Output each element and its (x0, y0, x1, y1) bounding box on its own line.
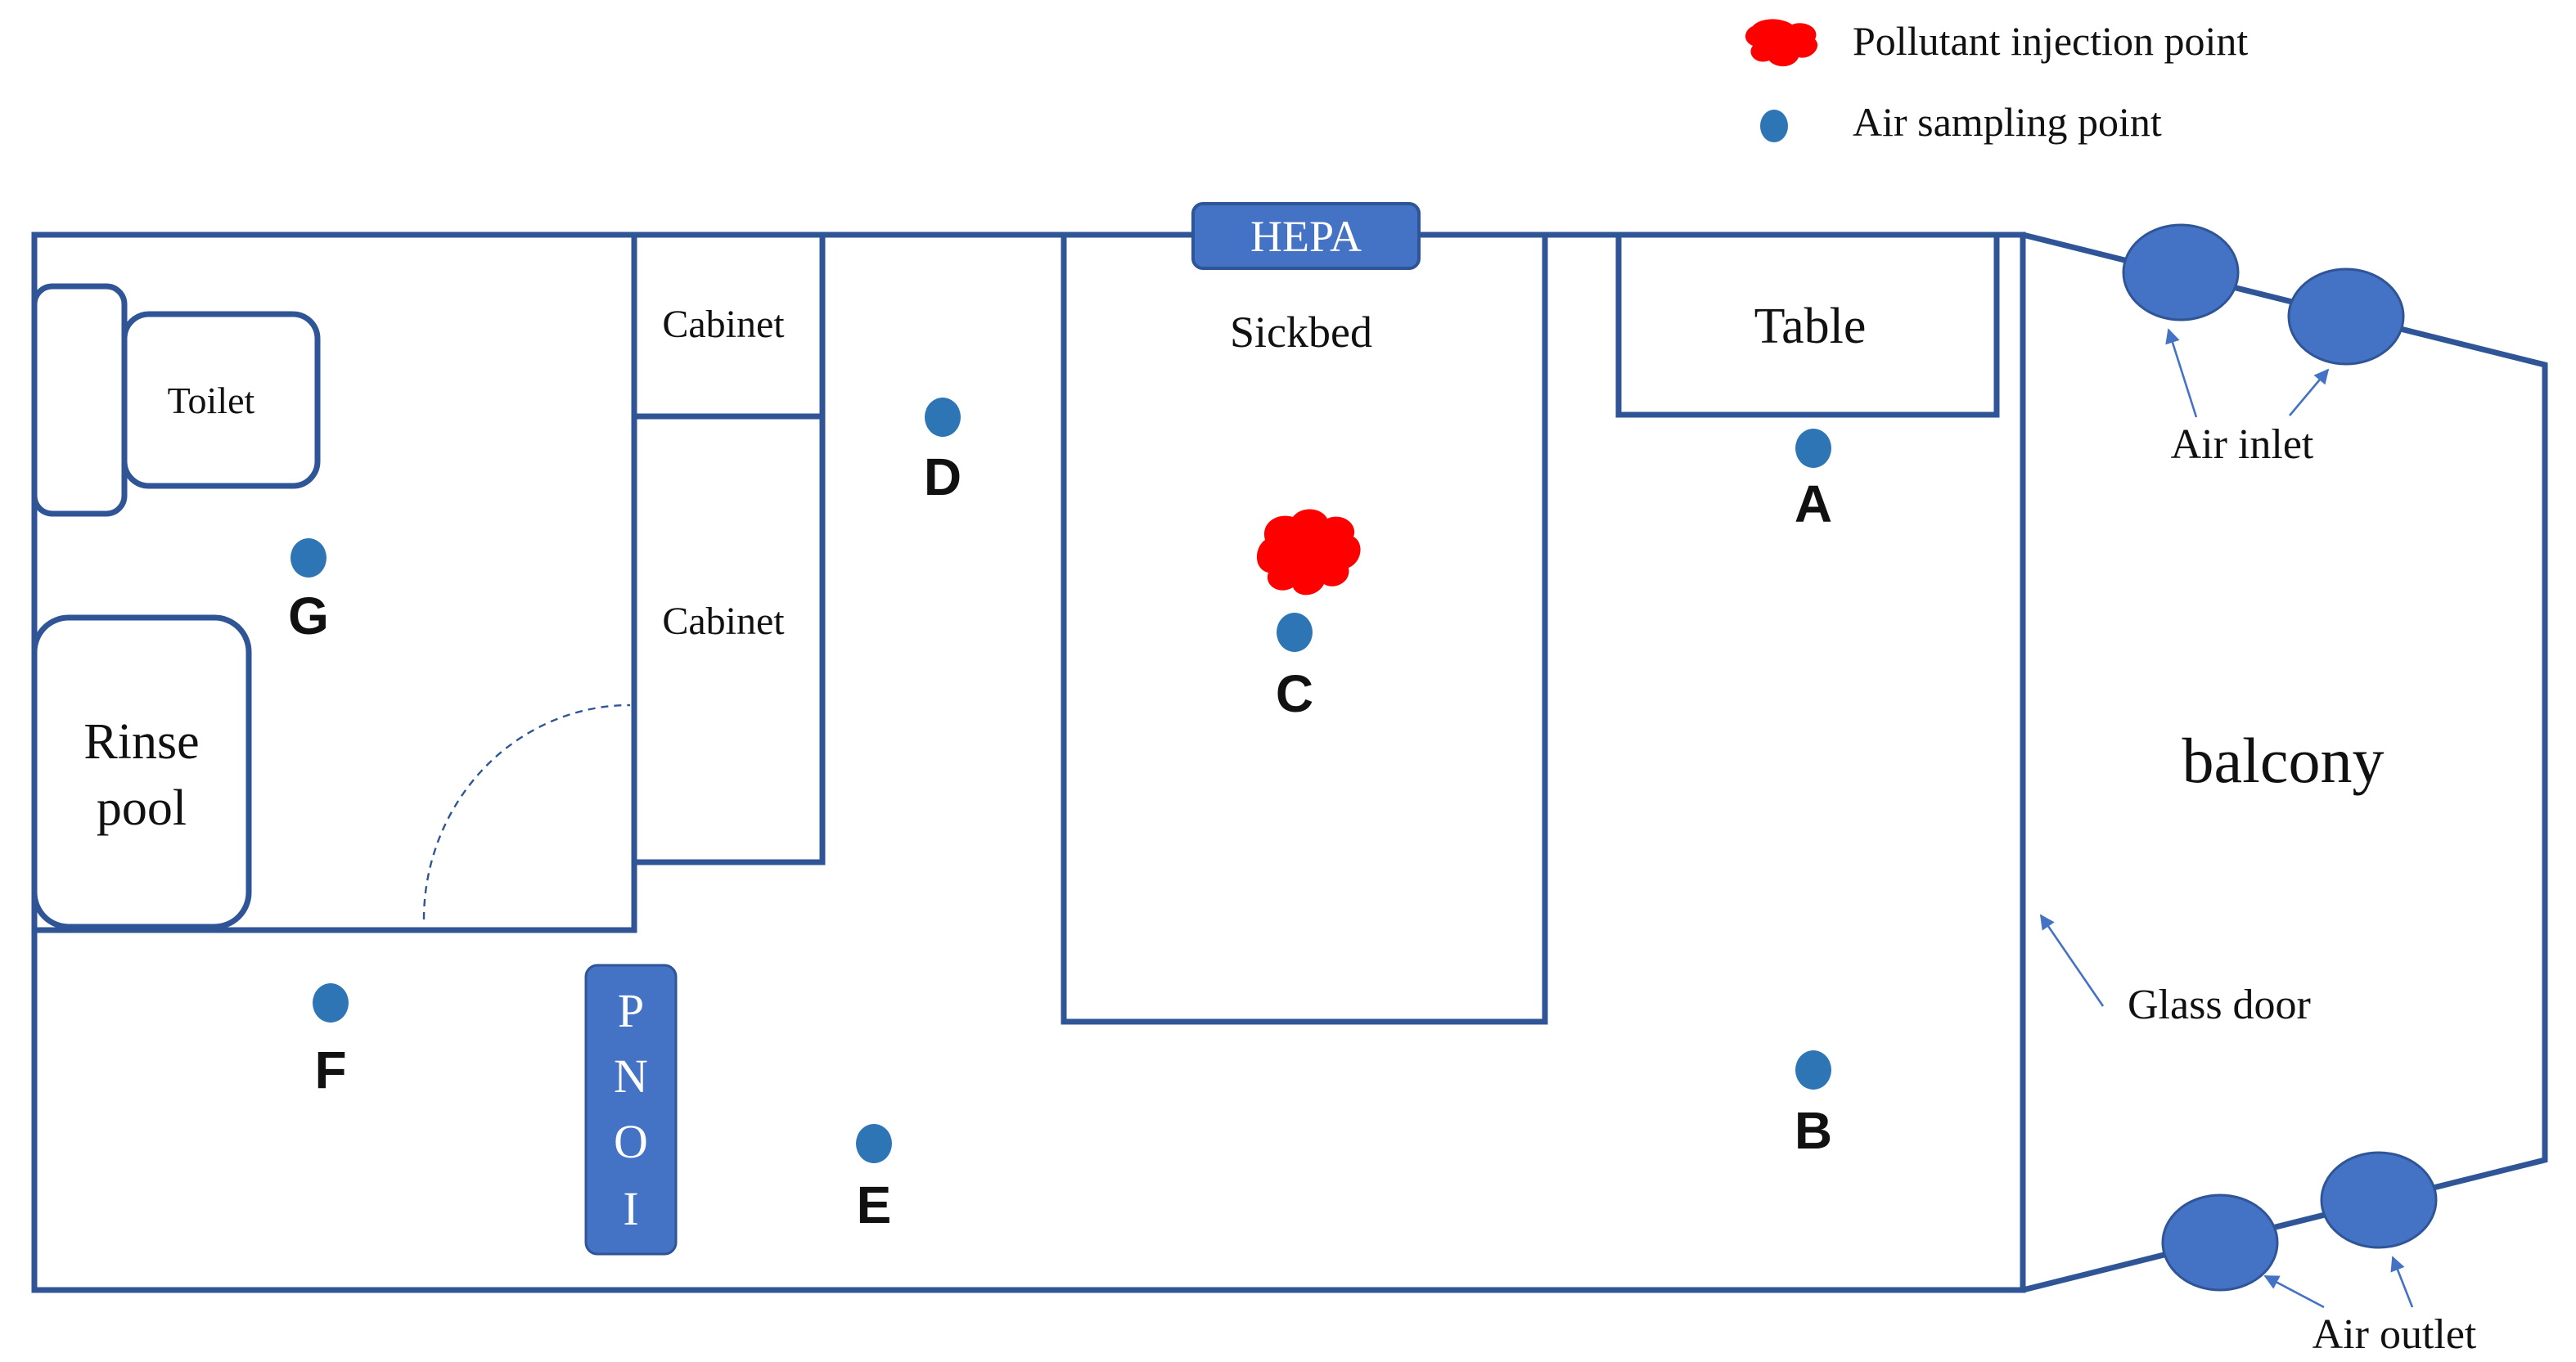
sampling-label-g: G (288, 587, 329, 645)
toilet-label: Toilet (168, 380, 255, 421)
pnoi-letter-o: O (614, 1115, 648, 1168)
cabinet-bottom-label: Cabinet (662, 600, 785, 643)
air-inlet-arrow-2 (2289, 368, 2330, 416)
sampling-label-c: C (1276, 664, 1313, 723)
toilet (121, 311, 321, 489)
air-outlet-vent-2 (2320, 1151, 2438, 1249)
sampling-label-f: F (314, 1041, 346, 1099)
pnoi-letter-i: I (623, 1182, 638, 1235)
sickbed-label: Sickbed (1230, 308, 1372, 357)
pollutant-legend-label: Pollutant injection point (1853, 18, 2248, 64)
air-inlet-vent-2 (2287, 267, 2405, 366)
sampling-label-a: A (1795, 474, 1832, 533)
air-outlet-label: Air outlet (2313, 1311, 2477, 1358)
sampling-label-d: D (924, 447, 961, 506)
pnoi-letter-n: N (614, 1050, 648, 1103)
table (1615, 231, 2000, 418)
air-inlet-arrow-1 (2165, 328, 2198, 418)
sampling-point-f (313, 983, 349, 1023)
sampling-point-g (290, 538, 327, 578)
hepa-unit (1191, 202, 1421, 270)
pollutant-injection-point (1256, 509, 1361, 596)
legend: Pollutant injection point Air sampling p… (1745, 18, 2248, 145)
pnoi-letter-p: P (618, 984, 644, 1037)
cabinet-bottom (631, 413, 826, 865)
pollutant-legend-icon (1745, 19, 1818, 67)
glass-door-arrow (2039, 914, 2105, 1007)
pnoi-unit (584, 964, 678, 1256)
air-outlet-arrow-1 (2263, 1274, 2325, 1309)
sampling-label-e: E (857, 1175, 892, 1234)
air-outlet-vent-1 (2161, 1193, 2279, 1292)
balcony-outline (2022, 231, 2548, 1293)
sampling-points: A B C D E F G (288, 398, 1832, 1234)
table-label: Table (1754, 299, 1867, 354)
bathroom-door-swing (422, 703, 631, 920)
air-inlet-vent-1 (2122, 223, 2240, 321)
sampling-point-d (925, 398, 961, 437)
toilet-tank (31, 283, 128, 517)
balcony-label: balcony (2182, 725, 2385, 796)
room-outline (31, 231, 2026, 1293)
sampling-legend-label: Air sampling point (1853, 99, 2162, 145)
sampling-point-b (1795, 1050, 1831, 1090)
rinse-pool (31, 614, 252, 930)
air-inlet-label: Air inlet (2171, 421, 2314, 468)
rinse-pool-label-line2: pool (97, 780, 187, 836)
sampling-point-c (1277, 613, 1313, 652)
sampling-label-b: B (1795, 1101, 1832, 1160)
glass-door-label: Glass door (2128, 982, 2311, 1028)
sampling-point-a (1795, 429, 1831, 468)
sampling-legend-icon (1760, 110, 1788, 142)
sampling-point-e (856, 1124, 892, 1163)
hepa-label: HEPA (1250, 212, 1362, 261)
rinse-pool-label-line1: Rinse (83, 714, 199, 770)
cabinet-top-label: Cabinet (662, 303, 785, 346)
air-outlet-arrow-2 (2390, 1256, 2414, 1308)
